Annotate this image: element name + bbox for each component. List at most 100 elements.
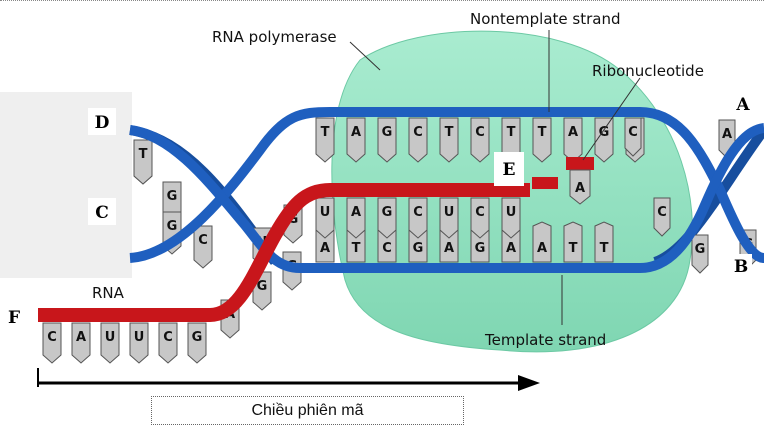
svg-text:T: T xyxy=(445,125,454,140)
marker-c: C xyxy=(88,198,116,225)
svg-text:T: T xyxy=(600,241,609,256)
marker-d: D xyxy=(88,108,116,135)
svg-text:A: A xyxy=(320,241,330,256)
rna-base: C xyxy=(408,197,428,239)
svg-text:A: A xyxy=(722,127,732,142)
left-edge-bases: ATGCG xyxy=(133,139,213,269)
incoming-ribonucleotide-bar xyxy=(532,177,558,189)
svg-text:G: G xyxy=(167,189,178,204)
right-edge-base: G xyxy=(691,234,709,274)
svg-text:A: A xyxy=(568,125,578,140)
nontemplate-strand-line xyxy=(129,107,764,263)
rna-tail-base: C xyxy=(158,322,178,364)
svg-text:C: C xyxy=(198,233,208,248)
nontemplate-base: G xyxy=(594,117,614,163)
transcription-direction-arrowhead xyxy=(518,375,540,391)
marker-b: B xyxy=(730,254,752,278)
nontemplate-base: T xyxy=(439,117,459,163)
nontemplate-base: C xyxy=(408,117,428,163)
right-edge-base: C xyxy=(653,197,671,237)
marker-e: E xyxy=(494,152,524,186)
rna-tail-base: U xyxy=(100,322,120,364)
svg-text:U: U xyxy=(134,330,145,345)
rna-tail-base: G xyxy=(187,322,207,364)
right-edge-base: C xyxy=(624,117,642,157)
rna-base: U xyxy=(501,197,521,239)
svg-text:C: C xyxy=(413,125,423,140)
svg-text:U: U xyxy=(320,205,331,220)
svg-text:A: A xyxy=(76,330,86,345)
svg-text:A: A xyxy=(444,241,454,256)
svg-text:G: G xyxy=(413,241,424,256)
nontemplate-base: T xyxy=(532,117,552,163)
free-ribonucleotide: A xyxy=(569,169,591,205)
marker-a: A xyxy=(732,92,754,116)
nontemplate-base: T xyxy=(315,117,335,163)
nontemplate-strand-label: Nontemplate strand xyxy=(470,10,620,28)
svg-text:F: F xyxy=(8,308,20,328)
svg-text:C: C xyxy=(475,125,485,140)
left-base: T xyxy=(133,139,153,185)
rna-base: U xyxy=(439,197,459,239)
svg-text:G: G xyxy=(599,125,610,140)
left-bottom-base: C xyxy=(193,225,213,269)
nontemplate-base: A xyxy=(563,117,583,163)
svg-text:E: E xyxy=(503,160,516,180)
svg-text:T: T xyxy=(139,147,148,162)
svg-text:D: D xyxy=(95,113,110,133)
template-base: A xyxy=(532,221,552,263)
svg-text:U: U xyxy=(506,205,517,220)
rna-polymerase-label: RNA polymerase xyxy=(212,28,337,46)
template-strand-line xyxy=(129,123,764,273)
svg-text:T: T xyxy=(321,125,330,140)
svg-text:A: A xyxy=(735,95,750,115)
rna-label: RNA xyxy=(92,284,125,302)
svg-text:T: T xyxy=(538,125,547,140)
template-strand-label: Template strand xyxy=(484,331,606,349)
transcription-direction-caption: Chiều phiên mã xyxy=(151,396,464,425)
nontemplate-base: C xyxy=(470,117,490,163)
svg-text:T: T xyxy=(507,125,516,140)
nontemplate-base: A xyxy=(346,117,366,163)
svg-text:G: G xyxy=(288,212,299,227)
rna-base: C xyxy=(470,197,490,239)
rna-tail-base: C xyxy=(42,322,62,364)
svg-text:G: G xyxy=(382,205,393,220)
svg-text:A: A xyxy=(506,241,516,256)
rna-base: G xyxy=(377,197,397,239)
svg-text:G: G xyxy=(167,219,178,234)
svg-text:C: C xyxy=(413,205,423,220)
svg-text:B: B xyxy=(734,257,748,277)
svg-text:C: C xyxy=(163,330,173,345)
svg-text:C: C xyxy=(382,241,392,256)
ribonucleotide-label: Ribonucleotide xyxy=(592,62,704,80)
svg-text:U: U xyxy=(444,205,455,220)
svg-text:C: C xyxy=(47,330,57,345)
marker-f: F xyxy=(4,305,24,329)
svg-text:C: C xyxy=(628,125,638,140)
svg-text:A: A xyxy=(575,181,585,196)
svg-text:A: A xyxy=(351,125,361,140)
svg-text:G: G xyxy=(257,279,268,294)
svg-text:G: G xyxy=(382,125,393,140)
nontemplate-base: G xyxy=(377,117,397,163)
svg-text:C: C xyxy=(657,205,667,220)
svg-text:T: T xyxy=(569,241,578,256)
rna-tail-base: U xyxy=(129,322,149,364)
rna-base: A xyxy=(346,197,366,239)
svg-text:C: C xyxy=(95,203,109,223)
top-border-line xyxy=(0,0,764,1)
rna-base: U xyxy=(315,197,335,239)
rna-tail-base: A xyxy=(71,322,91,364)
svg-text:U: U xyxy=(105,330,116,345)
template-base: T xyxy=(563,221,583,263)
svg-text:A: A xyxy=(537,241,547,256)
svg-text:G: G xyxy=(192,330,203,345)
svg-text:G: G xyxy=(695,242,706,257)
svg-text:T: T xyxy=(352,241,361,256)
svg-text:C: C xyxy=(475,205,485,220)
ribonucleotide-leader xyxy=(582,77,641,161)
ribonucleotide-bar xyxy=(566,157,594,170)
rna-strand-line xyxy=(38,183,530,322)
